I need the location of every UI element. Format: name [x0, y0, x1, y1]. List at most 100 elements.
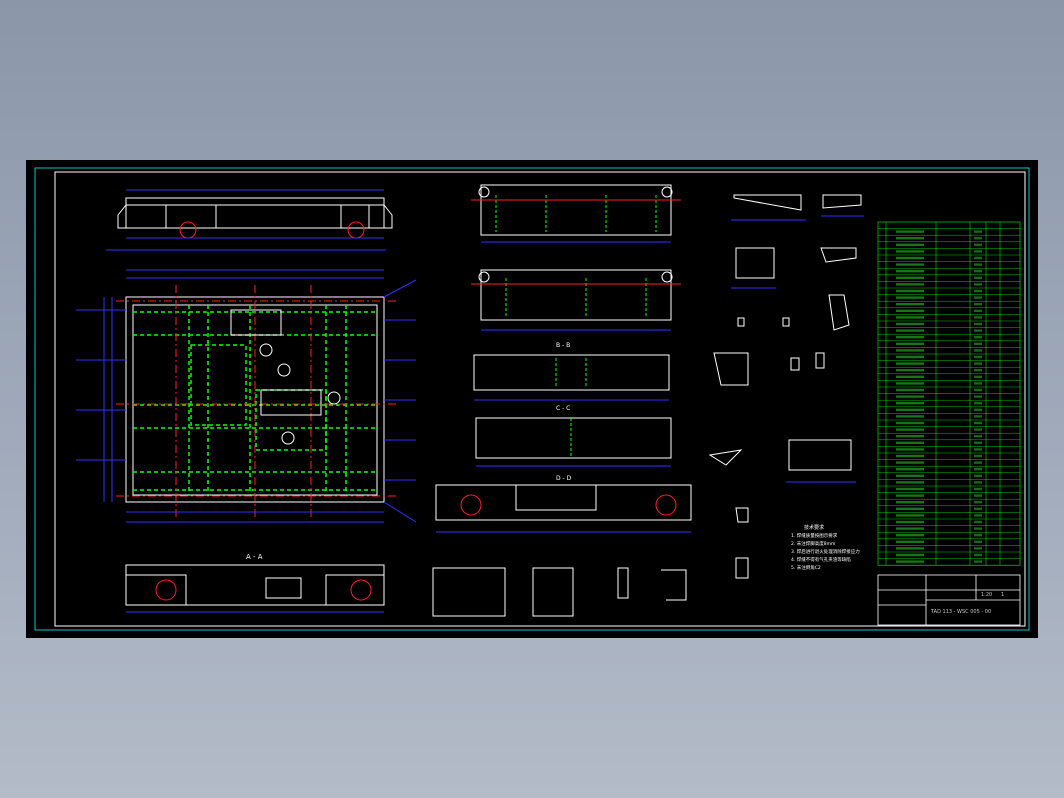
- table-cell-mark: [896, 540, 924, 543]
- table-cell-mark: [974, 388, 982, 392]
- table-cell-mark: [974, 520, 982, 524]
- table-cell-mark: [896, 468, 924, 471]
- table-cell-mark: [974, 270, 982, 273]
- table-cell-mark: [974, 256, 982, 260]
- table-cell-mark: [974, 283, 982, 286]
- table-cell-mark: [896, 322, 924, 326]
- table-cell-mark: [974, 230, 982, 233]
- table-cell-mark: [974, 263, 982, 266]
- table-cell-mark: [896, 283, 924, 286]
- table-cell-mark: [896, 336, 924, 339]
- scale-label: 1:20: [981, 592, 992, 598]
- table-cell-mark: [974, 527, 982, 530]
- section-label-b: B - B: [556, 342, 570, 349]
- table-cell-mark: [974, 474, 982, 477]
- table-cell-mark: [896, 435, 924, 438]
- title-block: [877, 574, 1021, 626]
- table-cell-mark: [896, 474, 924, 477]
- table-cell-mark: [974, 534, 982, 537]
- table-cell-mark: [974, 250, 982, 253]
- table-cell-mark: [974, 415, 982, 418]
- note-line: 1. 焊缝质量按图示要求: [791, 532, 838, 539]
- table-cell-mark: [974, 514, 982, 517]
- inner-frame: [54, 171, 1026, 627]
- table-cell-mark: [974, 507, 982, 510]
- table-cell-mark: [974, 487, 982, 491]
- table-cell-mark: [896, 309, 924, 312]
- table-cell-mark: [974, 428, 982, 431]
- table-cell-mark: [974, 303, 982, 306]
- top-elevation-view: [106, 189, 393, 251]
- table-cell-mark: [896, 276, 924, 279]
- table-cell-mark: [974, 322, 982, 326]
- table-cell-mark: [896, 256, 924, 260]
- parts-list-table: [877, 221, 1021, 566]
- sheet-label: 1: [1001, 592, 1004, 598]
- table-cell-mark: [896, 395, 924, 398]
- table-cell-mark: [974, 355, 982, 359]
- table-cell-mark: [896, 349, 924, 352]
- table-cell-mark: [896, 547, 924, 550]
- table-cell-mark: [896, 487, 924, 491]
- table-cell-mark: [896, 428, 924, 431]
- middle-views: [432, 184, 692, 617]
- table-cell-mark: [974, 375, 982, 378]
- table-cell-mark: [896, 402, 924, 405]
- table-cell-mark: [974, 501, 982, 504]
- table-cell-mark: [896, 303, 924, 306]
- table-cell-mark: [896, 527, 924, 530]
- table-cell-mark: [974, 289, 982, 293]
- drawing-title: TAD 113 - WSC 005 - 00: [930, 609, 991, 615]
- table-cell-mark: [974, 468, 982, 471]
- note-line: 2. 未注焊脚高度8mm: [791, 540, 835, 547]
- table-cell-mark: [896, 230, 924, 233]
- section-label-c: C - C: [556, 405, 570, 412]
- table-cell-mark: [896, 421, 924, 425]
- table-cell-mark: [974, 329, 982, 332]
- table-cell-mark: [974, 441, 982, 444]
- table-cell-mark: [896, 501, 924, 504]
- table-cell-mark: [896, 250, 924, 253]
- table-cell-mark: [896, 415, 924, 418]
- table-cell-mark: [896, 355, 924, 359]
- table-cell-mark: [896, 534, 924, 537]
- cad-drawing: A - A B - B C - C D - D: [34, 167, 1030, 631]
- note-line: 4. 焊缝不得有气孔夹渣等缺陷: [791, 556, 851, 563]
- table-cell-mark: [896, 289, 924, 293]
- table-cell-mark: [896, 560, 924, 563]
- table-cell-mark: [974, 362, 982, 365]
- section-label-d: D - D: [556, 475, 572, 482]
- table-cell-mark: [974, 421, 982, 425]
- table-cell-mark: [974, 237, 982, 240]
- table-cell-mark: [974, 454, 982, 458]
- section-label-a: A - A: [246, 553, 263, 561]
- table-cell-mark: [896, 316, 924, 319]
- table-cell-mark: [974, 382, 982, 385]
- table-cell-mark: [896, 494, 924, 497]
- table-cell-mark: [974, 461, 982, 464]
- table-cell-mark: [974, 369, 982, 372]
- cad-viewport[interactable]: A - A B - B C - C D - D: [26, 160, 1038, 638]
- table-cell-mark: [896, 454, 924, 458]
- notes-heading: 技术要求: [804, 524, 824, 531]
- table-cell-mark: [896, 342, 924, 345]
- table-cell-mark: [974, 547, 982, 550]
- table-cell-mark: [896, 329, 924, 332]
- table-cell-mark: [974, 560, 982, 563]
- table-cell-mark: [974, 336, 982, 339]
- table-cell-mark: [896, 507, 924, 510]
- table-cell-mark: [896, 362, 924, 365]
- table-cell-mark: [896, 270, 924, 273]
- table-cell-mark: [896, 375, 924, 378]
- table-cell-mark: [896, 461, 924, 464]
- table-cell-mark: [974, 349, 982, 352]
- detail-parts: [708, 194, 864, 579]
- table-cell-mark: [896, 448, 924, 451]
- table-cell-mark: [896, 237, 924, 240]
- table-cell-mark: [974, 395, 982, 398]
- table-cell-mark: [974, 309, 982, 312]
- table-cell-mark: [974, 448, 982, 451]
- table-cell-mark: [974, 243, 982, 246]
- table-cell-mark: [974, 540, 982, 543]
- section-a-view: [125, 564, 385, 613]
